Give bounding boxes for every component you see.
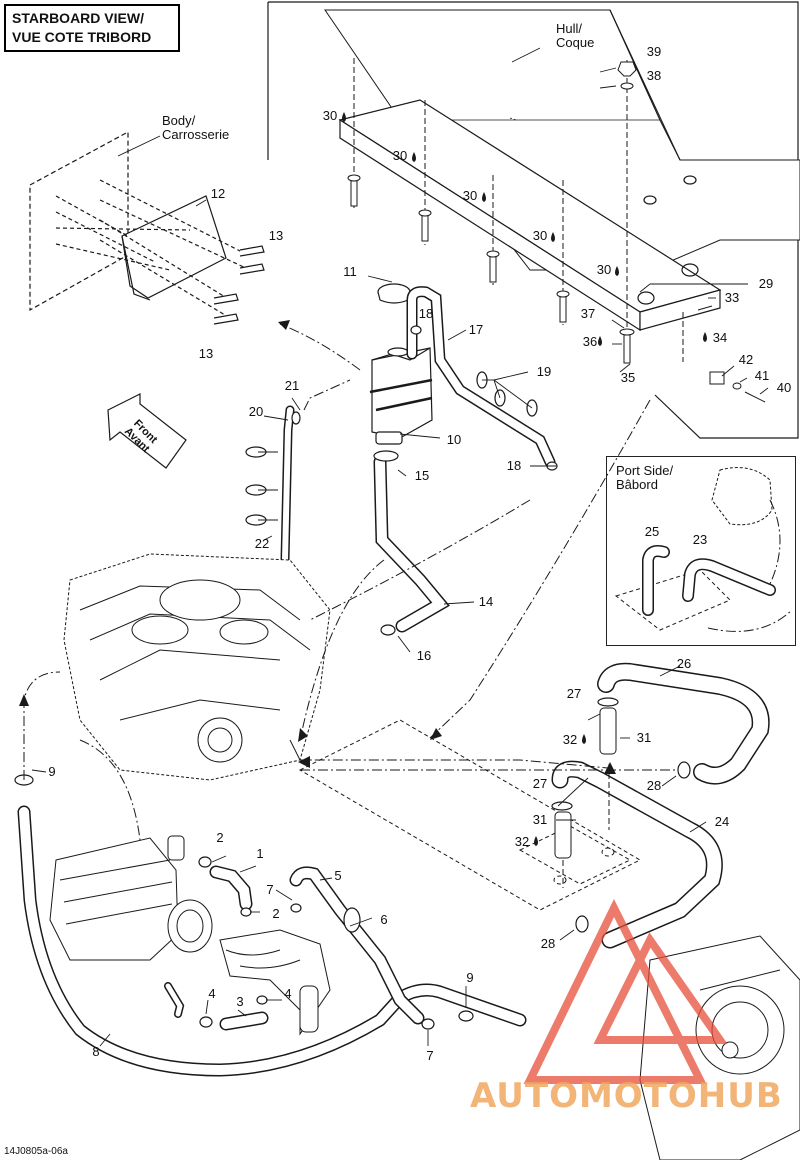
view-title-line-2: VUE COTE TRIBORD xyxy=(12,29,152,45)
callout-11: 11 xyxy=(343,264,357,279)
callout-7: 7 xyxy=(266,882,274,897)
watermark-logo xyxy=(523,898,728,1084)
view-title: STARBOARD VIEW/ VUE COTE TRIBORD xyxy=(4,4,180,52)
hose-17 xyxy=(406,286,556,468)
manifold-assembly xyxy=(49,835,213,1018)
port-side-label: Port Side/ Bâbord xyxy=(616,464,673,492)
callout-37: 37 xyxy=(580,306,596,321)
callout-10: 10 xyxy=(446,432,462,447)
callout-27: 27 xyxy=(566,686,582,701)
fittings-31 xyxy=(554,707,617,888)
callout-28: 28 xyxy=(540,936,556,951)
hose-14 xyxy=(373,455,450,633)
callout-30: 30 xyxy=(392,148,408,163)
callout-31: 31 xyxy=(532,812,548,827)
callout-14: 14 xyxy=(478,594,494,609)
callout-20: 20 xyxy=(248,404,264,419)
callout-3: 3 xyxy=(236,994,244,1009)
port-side-label-fr: Bâbord xyxy=(616,477,658,492)
hose-clamps xyxy=(14,325,691,1030)
callout-30: 30 xyxy=(532,228,548,243)
callout-9: 9 xyxy=(48,764,56,779)
callout-31: 31 xyxy=(636,730,652,745)
hose-1 xyxy=(209,865,253,911)
callout-33: 33 xyxy=(724,290,740,305)
callout-26: 26 xyxy=(676,656,692,671)
hose-24 xyxy=(551,760,723,949)
callout-17: 17 xyxy=(468,322,484,337)
callout-35: 35 xyxy=(620,370,636,385)
callout-9: 9 xyxy=(466,970,474,985)
callout-38: 38 xyxy=(646,68,662,83)
hull-label: Hull/ Coque xyxy=(556,22,594,50)
callout-16: 16 xyxy=(416,648,432,663)
callout-6: 6 xyxy=(380,912,388,927)
hull-label-fr: Coque xyxy=(556,35,595,50)
body-label: Body/ Carrosserie xyxy=(162,114,229,142)
callout-39: 39 xyxy=(646,44,662,59)
callout-40: 40 xyxy=(776,380,792,395)
callout-32: 32 xyxy=(514,834,530,849)
flow-arrows xyxy=(19,320,616,774)
front-arrow-shape xyxy=(107,393,187,469)
port-side-inset xyxy=(606,456,796,646)
callout-4: 4 xyxy=(208,986,216,1001)
callout-18: 18 xyxy=(506,458,522,473)
figure-code: 14J0805a-06a xyxy=(4,1146,68,1157)
callout-13: 13 xyxy=(268,228,284,243)
coolant-reservoir xyxy=(369,283,433,445)
body-label-fr: Carrosserie xyxy=(162,127,230,142)
view-title-line-1: STARBOARD VIEW/ xyxy=(12,10,144,26)
port-side-detail xyxy=(614,467,793,632)
callout-22: 22 xyxy=(254,536,270,551)
callout-5: 5 xyxy=(334,868,342,883)
callout-27: 27 xyxy=(532,776,548,791)
callout-36: 36 xyxy=(582,334,598,349)
port-side-label-en: Port Side/ xyxy=(616,463,674,478)
callout-2: 2 xyxy=(216,830,224,845)
hose-3 xyxy=(219,1011,269,1031)
callout-15: 15 xyxy=(414,468,430,483)
leader-lines xyxy=(31,47,769,1047)
hose-20 xyxy=(279,405,295,580)
front-direction-indicator: Front Avant xyxy=(96,398,186,468)
callout-18: 18 xyxy=(418,306,434,321)
callout-24: 24 xyxy=(714,814,730,829)
callout-21: 21 xyxy=(284,378,300,393)
hull-label-en: Hull/ xyxy=(556,21,583,36)
callout-30: 30 xyxy=(462,188,478,203)
callout-25: 25 xyxy=(644,524,660,539)
callout-42: 42 xyxy=(738,352,754,367)
callout-2: 2 xyxy=(272,906,280,921)
callout-1: 1 xyxy=(256,846,264,861)
engine-block xyxy=(63,553,331,781)
callout-32: 32 xyxy=(562,732,578,747)
thread-locker-icons xyxy=(342,112,707,846)
callout-23: 23 xyxy=(692,532,708,547)
callout-19: 19 xyxy=(536,364,552,379)
callout-13: 13 xyxy=(198,346,214,361)
watermark-text: AUTOMOTOHUB xyxy=(470,1076,783,1116)
body-panel xyxy=(29,130,265,325)
rail-screws xyxy=(347,58,766,403)
callout-28: 28 xyxy=(646,778,662,793)
callout-30: 30 xyxy=(596,262,612,277)
body-label-en: Body/ xyxy=(162,113,196,128)
callout-8: 8 xyxy=(92,1044,100,1059)
pump-housing xyxy=(639,935,800,1160)
callout-12: 12 xyxy=(210,186,226,201)
callout-7: 7 xyxy=(426,1048,434,1063)
hose-26 xyxy=(597,662,770,785)
floor-plate xyxy=(298,719,642,911)
callout-30: 30 xyxy=(322,108,338,123)
hose-5 xyxy=(289,866,425,1025)
mounting-rail xyxy=(338,99,722,332)
hull-inset-frame xyxy=(268,1,799,439)
thermostat-housing xyxy=(219,929,331,1036)
callout-29: 29 xyxy=(758,276,774,291)
callout-34: 34 xyxy=(712,330,728,345)
callout-41: 41 xyxy=(754,368,770,383)
callout-4: 4 xyxy=(284,986,292,1001)
